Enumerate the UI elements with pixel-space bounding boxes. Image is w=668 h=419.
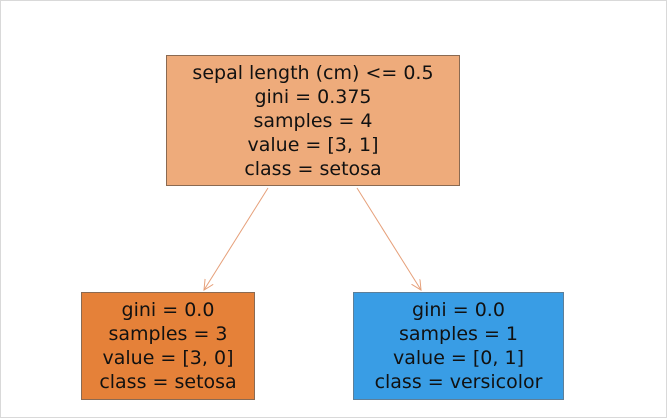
root-value: value = [3, 1] [247,133,379,156]
root-class: class = setosa [244,157,382,180]
left-samples: samples = 3 [108,323,228,345]
left-leaf-node: gini = 0.0 samples = 3 value = [3, 0] cl… [81,292,255,400]
edge-root-to-right [356,187,421,290]
edge-root-to-left [204,187,269,290]
right-leaf-node: gini = 0.0 samples = 1 value = [0, 1] cl… [353,292,564,400]
right-samples: samples = 1 [398,323,519,345]
right-gini: gini = 0.0 [412,299,505,321]
root-split-rule: sepal length (cm) <= 0.5 [192,61,434,84]
right-value: value = [0, 1] [393,347,524,369]
left-class: class = setosa [99,371,237,393]
root-samples: samples = 4 [253,109,373,132]
root-node: sepal length (cm) <= 0.5 gini = 0.375 sa… [166,55,460,186]
left-value: value = [3, 0] [102,347,234,369]
root-gini: gini = 0.375 [254,85,372,108]
left-gini: gini = 0.0 [121,299,215,321]
right-class: class = versicolor [374,371,543,393]
